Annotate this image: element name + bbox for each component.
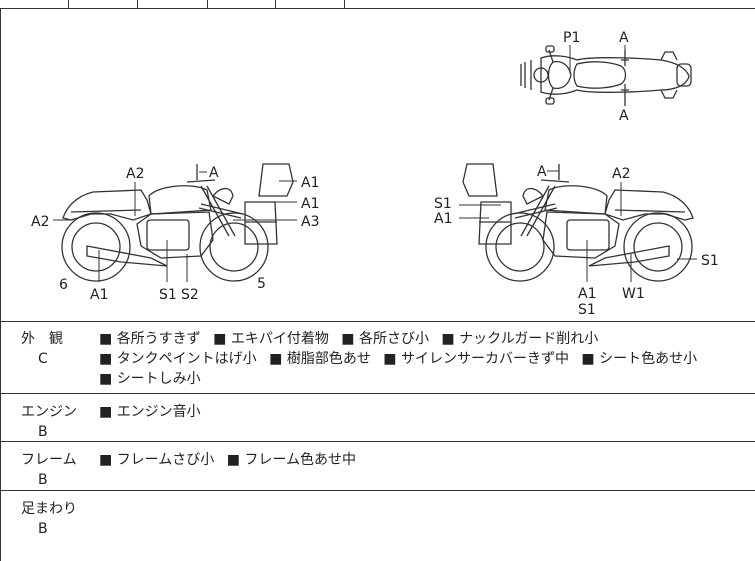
diagram-label: S1 (701, 253, 719, 269)
diagram-label: S2 (181, 287, 199, 303)
condition-item: エンジン音小 (99, 404, 201, 420)
diagram-label: A2 (31, 214, 49, 230)
section-grade: C (38, 351, 48, 367)
diagram-label: A (619, 108, 629, 124)
section-exterior: 外 観 C 各所うすきず エキパイ付着物 各所さび小 ナックルガード削れ小 タン… (0, 321, 755, 394)
condition-item: フレームさび小 (99, 452, 214, 468)
diagram-label: A (619, 30, 629, 46)
diagram-label: A1 (578, 286, 596, 302)
condition-item: 各所うすきず (99, 331, 201, 347)
diagram-label: 6 (59, 277, 68, 293)
condition-item: 樹脂部色あせ (269, 351, 371, 367)
diagram-label: W1 (622, 286, 645, 302)
table-divider (344, 0, 345, 8)
diagram-labels: P1 A A A A2 A2 A1 A1 A3 6 A1 S1 S2 5 A A… (31, 30, 719, 318)
bike-right-view (462, 163, 694, 282)
section-grade: B (38, 472, 48, 488)
section-engine: エンジン B エンジン音小 (0, 394, 755, 442)
table-divider (137, 0, 138, 8)
condition-item: 各所さび小 (341, 331, 429, 347)
condition-item: サイレンサーカバーきず中 (383, 351, 569, 367)
diagram-label: S1 (434, 196, 452, 212)
diagram-label: A3 (301, 214, 319, 230)
diagram-label: A1 (301, 175, 319, 191)
section-items: エンジン音小 (99, 402, 749, 422)
diagram-label: P1 (563, 30, 580, 46)
diagram-label: A1 (90, 287, 108, 303)
diagram-label: A2 (612, 166, 630, 182)
condition-item: シートしみ小 (99, 371, 201, 387)
section-grade: B (38, 521, 48, 537)
diagram-label: S1 (578, 302, 596, 318)
diagram-label: A1 (434, 211, 452, 227)
table-divider (275, 0, 276, 8)
condition-item: ナックルガード削れ小 (441, 331, 598, 347)
diagram-label: S1 (159, 287, 177, 303)
condition-item: タンクペイントはげ小 (99, 351, 257, 367)
diagram-label: A1 (301, 196, 319, 212)
section-suspension: 足まわり B (0, 491, 755, 561)
section-frame: フレーム B フレームさび小 フレーム色あせ中 (0, 442, 755, 491)
leader-lines (53, 45, 697, 282)
previous-table-edge (0, 0, 755, 9)
section-name: 足まわり (21, 501, 77, 517)
diagram-label: A (209, 165, 219, 181)
condition-item: エキパイ付着物 (213, 331, 329, 347)
section-items: 各所うすきず エキパイ付着物 各所さび小 ナックルガード削れ小 タンクペイントは… (99, 329, 749, 389)
table-divider (207, 0, 208, 8)
section-name: エンジン (21, 404, 77, 420)
diagram-svg: P1 A A A A2 A2 A1 A1 A3 6 A1 S1 S2 5 A A… (31, 30, 719, 318)
section-grade: B (38, 424, 48, 440)
bike-top-view (520, 45, 692, 106)
motorcycle-damage-diagram: P1 A A A A2 A2 A1 A1 A3 6 A1 S1 S2 5 A A… (0, 8, 755, 322)
bike-left-view (61, 163, 294, 282)
table-divider (68, 0, 69, 8)
section-name: フレーム (21, 452, 77, 468)
section-name: 外 観 (21, 331, 63, 347)
condition-item: フレーム色あせ中 (227, 452, 356, 468)
diagram-label: A (537, 164, 547, 180)
diagram-label: 5 (257, 276, 266, 292)
section-items: フレームさび小 フレーム色あせ中 (99, 450, 749, 470)
condition-item: シート色あせ小 (581, 351, 697, 367)
diagram-label: A2 (126, 166, 144, 182)
